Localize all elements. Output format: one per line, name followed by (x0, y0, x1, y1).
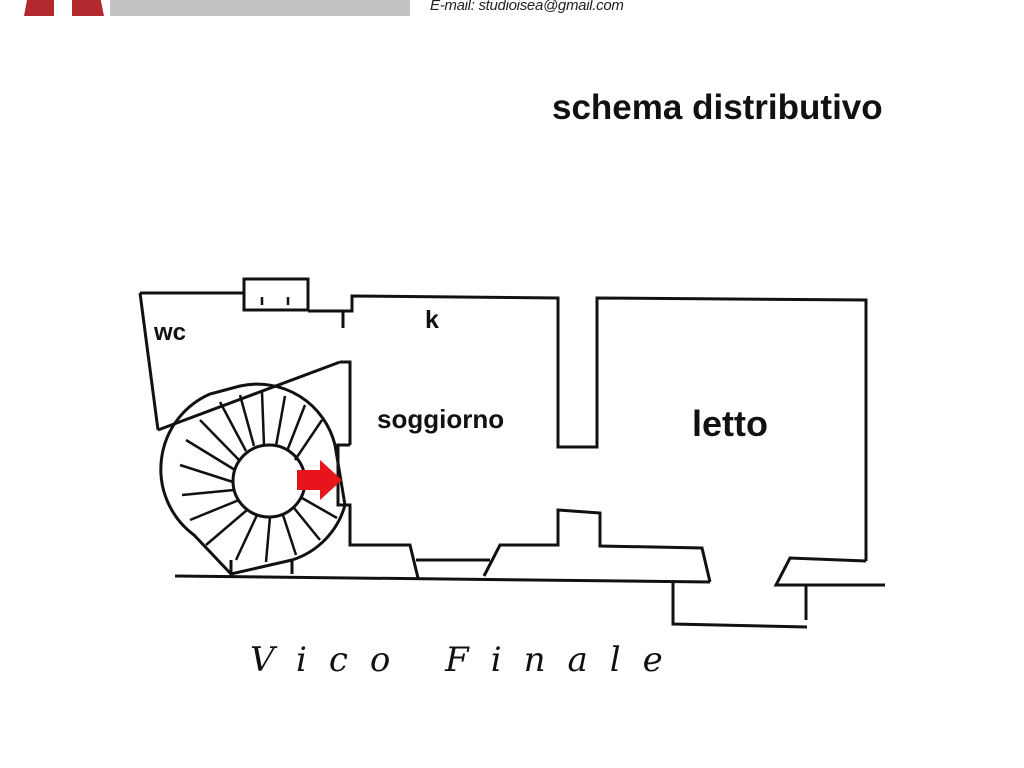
room-label-soggiorno: soggiorno (377, 404, 505, 434)
balcony-box (242, 277, 310, 312)
room-label-kitchen: k (425, 306, 439, 334)
logo-gray-bar (110, 0, 410, 16)
front-wall (482, 508, 712, 583)
soggiorno-lower-wall (336, 443, 420, 579)
street-name: Vico Finale (250, 640, 685, 680)
wc-diagonal-wall (157, 360, 341, 432)
soggiorno-letto-walls (343, 294, 868, 561)
room-label-wc: wc (154, 319, 187, 346)
logo-red-block-left (24, 0, 54, 16)
wc-left-wall (138, 292, 160, 431)
room-label-letto: letto (692, 403, 768, 444)
street-wall (174, 574, 711, 584)
contact-email: E-mail: studioisea@gmail.com (430, 0, 624, 14)
page-title: schema distributivo (552, 88, 883, 127)
logo-red-block-right (72, 0, 104, 16)
entrance-arrow-icon (297, 460, 342, 500)
